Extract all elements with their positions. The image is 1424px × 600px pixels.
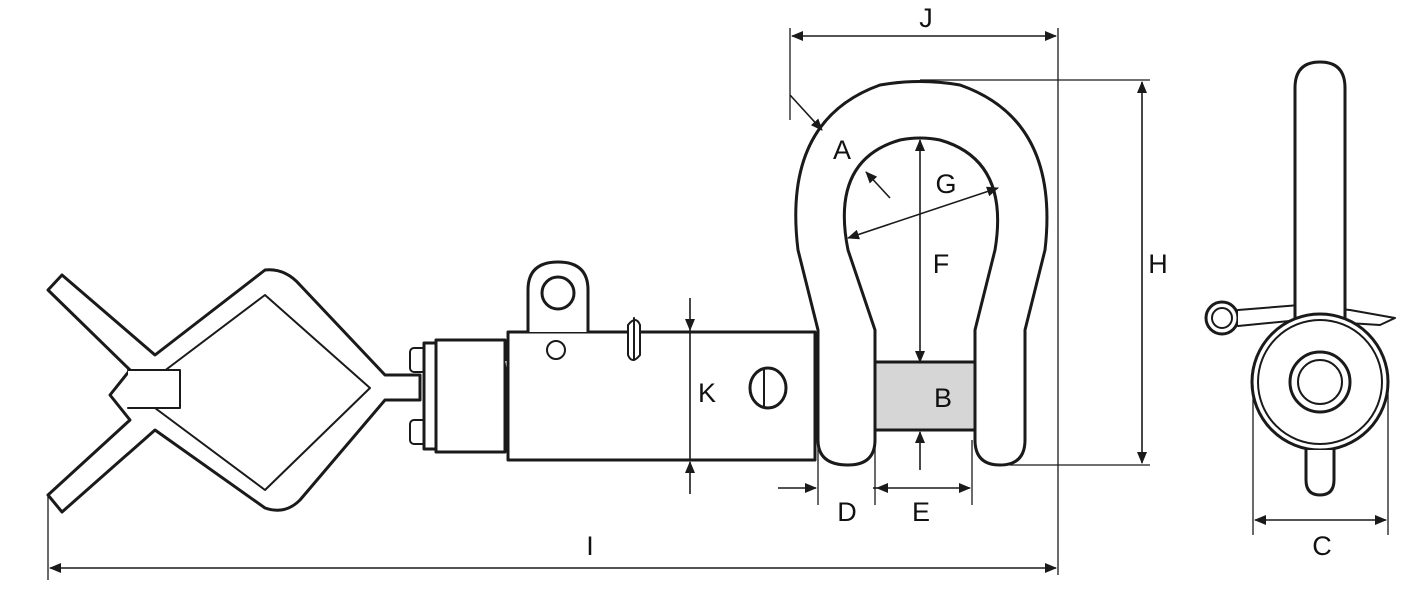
label-i: I [586,531,594,561]
label-b: B [934,383,952,413]
side-view [1204,60,1396,497]
dimension-lines [47,28,1389,580]
label-d: D [837,497,857,527]
label-c: C [1312,531,1332,561]
label-e: E [912,497,930,527]
label-k: K [698,378,716,408]
label-a: A [833,135,851,165]
label-g: G [935,169,956,199]
label-j: J [919,3,933,33]
wire-grip [46,268,422,514]
label-h: H [1148,249,1168,279]
lock-housing [409,260,817,462]
label-f: F [933,249,950,279]
shackle-bow [794,80,1049,467]
